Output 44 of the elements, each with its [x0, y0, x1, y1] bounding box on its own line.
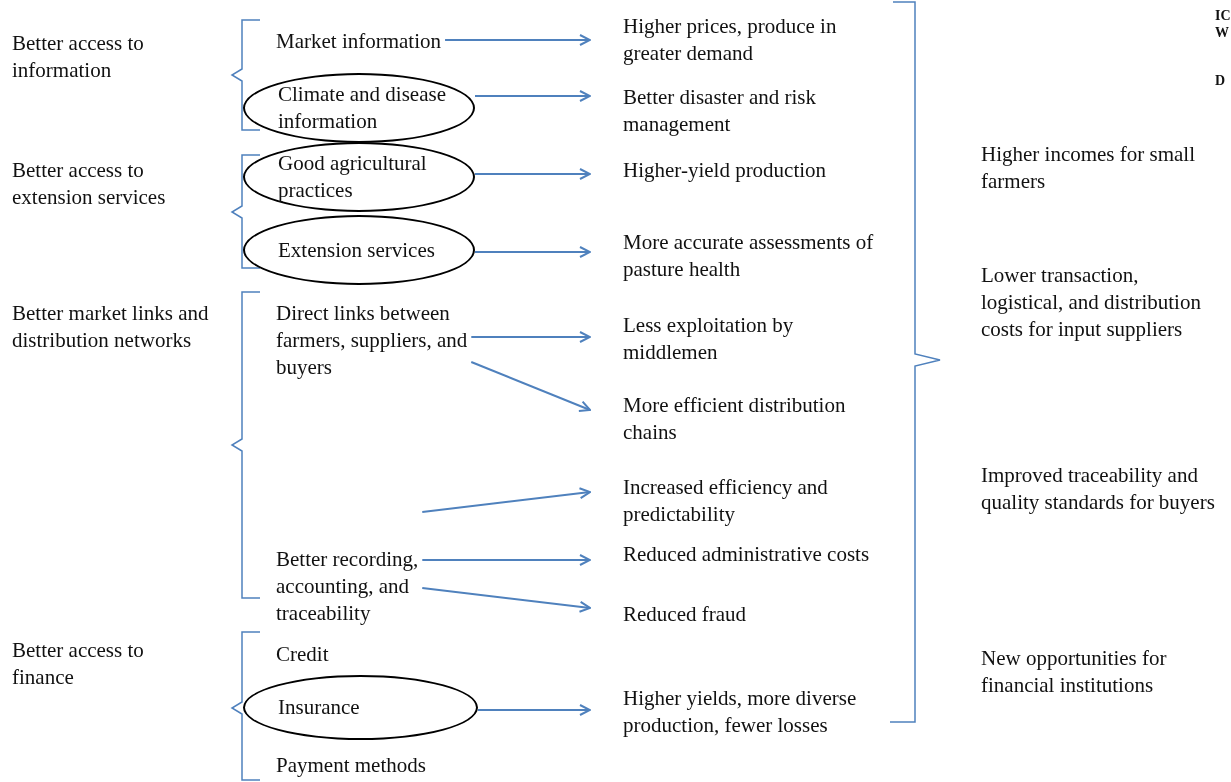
- item-text: Extension services: [278, 236, 436, 264]
- arrow: [421, 554, 591, 566]
- item-text: Insurance: [278, 694, 361, 721]
- arrow: [421, 587, 591, 613]
- arrow: [470, 361, 591, 412]
- outcome-label: Higher incomes for small farmers: [981, 141, 1197, 195]
- item-text: Payment methods: [276, 752, 426, 779]
- arrow: [470, 331, 591, 343]
- arrow: [474, 246, 591, 258]
- arrow: [474, 168, 591, 180]
- item-text: Market information: [276, 28, 500, 55]
- arrow: [421, 487, 591, 513]
- circled-item: [243, 142, 475, 212]
- category-label: Better market links and distribution networks: [12, 300, 210, 354]
- clipped-text: W: [1215, 24, 1229, 41]
- item-text: Good agricultural practices: [278, 150, 428, 204]
- arrow: [444, 34, 591, 46]
- category-label: Better access to information: [12, 30, 145, 84]
- outcome-text: Less exploitation by middlemen: [590, 312, 880, 366]
- outcome-text: More efficient distribution chains: [590, 392, 880, 446]
- category-label: Better access to finance: [12, 637, 145, 691]
- circled-item: [243, 73, 475, 143]
- outcome-text: Reduced fraud: [590, 601, 880, 628]
- outcome-text: Higher-yield production: [590, 157, 880, 184]
- circled-item: [243, 215, 475, 285]
- item-text: Better recording, accounting, and traceability: [276, 500, 500, 627]
- item-text: Credit: [276, 641, 329, 668]
- clipped-text: IC: [1215, 7, 1231, 24]
- outcome-text: Increased efficiency and predictability: [590, 474, 880, 528]
- item-text: Climate and disease information: [278, 81, 447, 135]
- outcome-text: Higher yields, more diverse production, fewer losses: [590, 685, 880, 739]
- arrow: [474, 90, 591, 102]
- outcome-text: Higher prices, produce in greater demand: [590, 13, 880, 67]
- outcome-text: More accurate assessments of pasture health: [590, 229, 880, 283]
- category-label: Better access to extension services: [12, 157, 167, 211]
- circled-item: [243, 675, 478, 740]
- outcome-label: New opportunities for financial institutions: [981, 645, 1168, 699]
- outcome-label: Improved traceability and quality standards for buyers: [981, 462, 1216, 516]
- outcome-text: Reduced administrative costs: [590, 541, 880, 568]
- outcome-label: Lower transaction, logistical, and distribution costs for input suppliers: [981, 262, 1202, 343]
- outcome-text: Better disaster and risk management: [590, 84, 880, 138]
- item-text: Direct links between farmers, suppliers, and buyers: [276, 300, 500, 381]
- arrow: [477, 704, 591, 716]
- clipped-text: D: [1215, 72, 1226, 89]
